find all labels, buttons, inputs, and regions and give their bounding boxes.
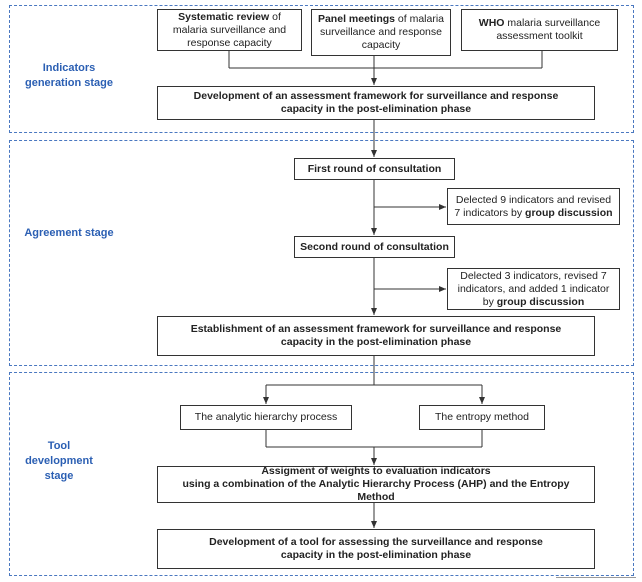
panel-meetings-bold: Panel meetings [317,13,395,25]
tool-development-stage-label: Tool development stage [25,440,93,482]
weights-line-2: using a combination of the Analytic Hier… [182,478,570,503]
second-round-note-box: Delected 3 indicators, revised 7 indicat… [447,268,620,310]
indicators-generation-stage [9,5,634,133]
divider [556,577,636,578]
weights-line-1: Assigment of weights to evaluation indic… [261,465,491,477]
tool-development-box: Development of a tool for assessing the … [157,529,595,569]
panel-meetings-text: of malaria surveillance and response cap… [320,13,445,51]
weights-assignment-box: Assigment of weights to evaluation indic… [157,465,595,503]
who-toolkit-text: malaria surveillance assessment toolkit [496,17,601,42]
systematic-review-box: Systematic review of malaria surveillanc… [157,9,302,51]
indicators-generation-stage-label: Indicators generation stage [24,62,114,89]
systematic-review-text: of malaria surveillance and response cap… [172,10,287,49]
first-round-box: First round of consultation [294,158,455,180]
agreement-stage [9,140,634,366]
first-round-note-text: Delected 9 indicators and revised 7 indi… [454,193,612,219]
first-round-note-box: Delected 9 indicators and revised 7 indi… [447,188,620,225]
first-round-note-bold: group discussion [525,206,613,219]
who-toolkit-bold: WHO [478,17,505,29]
second-round-note-bold: group discussion [496,295,585,308]
second-round-note-text: Delected 3 indicators, revised 7 indicat… [457,269,610,308]
who-toolkit-box: WHO malaria surveillance assessment tool… [461,9,618,51]
systematic-review-bold: Systematic review [178,10,270,23]
agreement-stage-label: Agreement stage [24,227,114,239]
framework-development-box: Development of an assessment framework f… [157,86,595,120]
panel-meetings-box: Panel meetings of malaria surveillance a… [311,9,451,56]
framework-establishment-box: Establishment of an assessment framework… [157,316,595,356]
second-round-box: Second round of consultation [294,236,455,258]
tool-development-stage [9,372,634,576]
entropy-method-box: The entropy method [419,405,545,430]
ahp-method-box: The analytic hierarchy process [180,405,352,430]
